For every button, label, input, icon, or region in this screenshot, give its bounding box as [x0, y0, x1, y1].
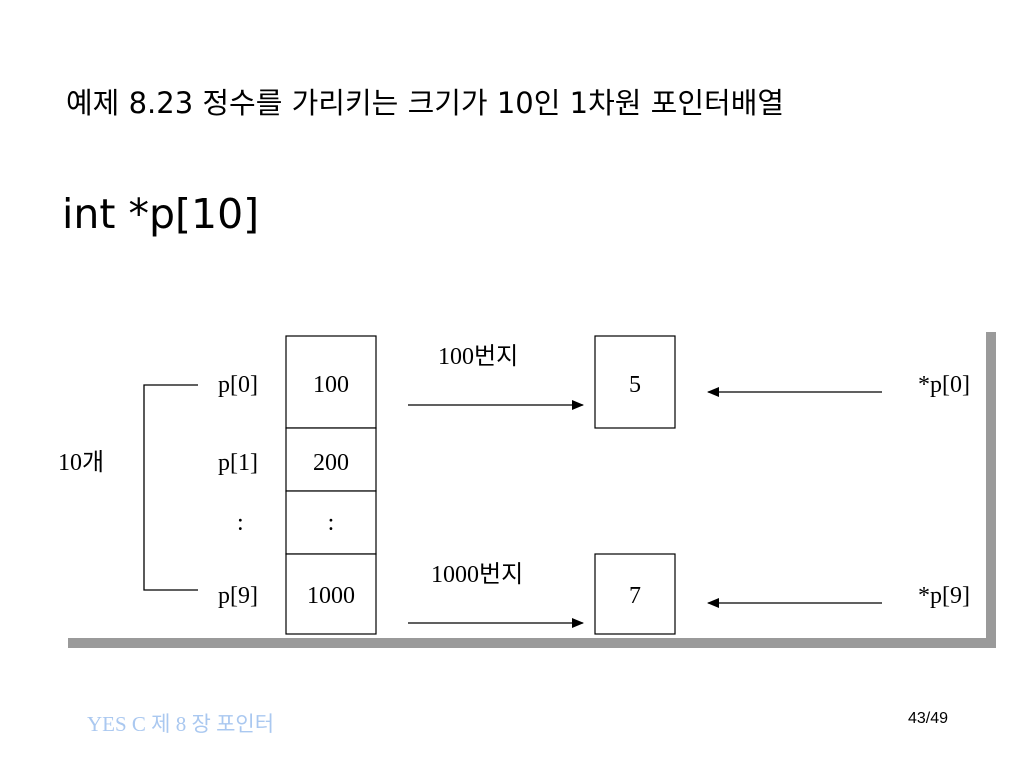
slide-title: 예제 8.23 정수를 가리키는 크기가 10인 1차원 포인터배열: [66, 86, 785, 120]
deref-label-p0: *p[0]: [918, 372, 970, 398]
address-label-1000: 1000번지: [431, 561, 523, 588]
target-box-7: [594, 553, 676, 635]
target-value-5: 5: [629, 372, 641, 398]
target-value-7: 7: [629, 583, 641, 609]
element-name-p9: p[9]: [218, 583, 258, 609]
element-name-ellipsis: :: [237, 510, 244, 536]
target-box-5: [594, 335, 676, 429]
code-declaration: int *p[10]: [62, 190, 260, 238]
frame-shadow-right: [986, 332, 996, 648]
element-name-p0: p[0]: [218, 372, 258, 398]
frame-shadow-bottom: [68, 638, 996, 648]
array-cell-1: [285, 427, 377, 492]
deref-label-p9: *p[9]: [918, 583, 970, 609]
array-cell-9: [285, 553, 377, 635]
page-number: 43/49: [908, 710, 949, 727]
address-label-100: 100번지: [438, 343, 518, 370]
array-cell-ellipsis: [285, 490, 377, 555]
element-name-p1: p[1]: [218, 450, 258, 476]
cell-value-p1: 200: [313, 450, 349, 476]
footer-chapter: YES C 제 8 장 포인터: [87, 712, 275, 736]
cell-value-p0: 100: [313, 372, 349, 398]
cell-value-ellipsis: :: [328, 510, 335, 536]
cell-value-p9: 1000: [307, 583, 355, 609]
count-bracket: [143, 384, 198, 591]
count-label: 10개: [58, 449, 104, 476]
